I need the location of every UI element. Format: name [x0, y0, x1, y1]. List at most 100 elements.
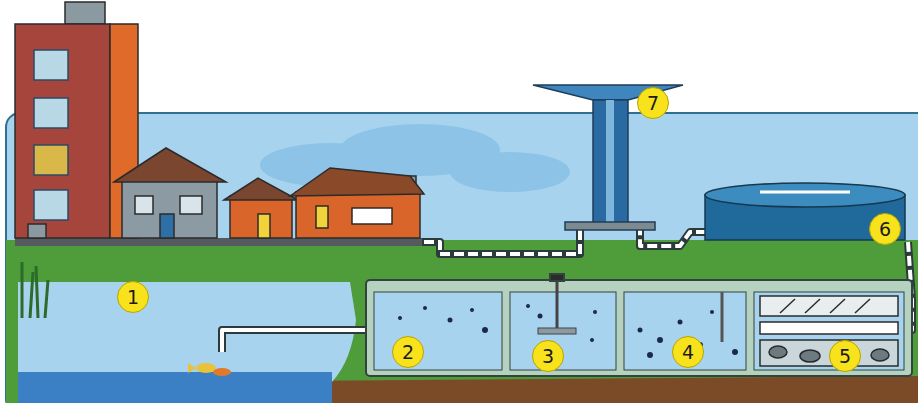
callout-circle: 4: [672, 336, 704, 368]
small-orange-house: [258, 214, 270, 238]
fish: [188, 363, 196, 373]
pond: [18, 282, 356, 403]
treatment-tanks: [550, 274, 564, 281]
orange-house: [290, 168, 424, 238]
callout-circle: 5: [829, 340, 861, 372]
filter-layers: [871, 349, 889, 361]
particles: [657, 337, 663, 343]
reeds: [45, 280, 48, 318]
treatment-tanks: [624, 292, 746, 370]
settling-rod: [721, 292, 724, 342]
pipe: [422, 230, 580, 254]
filter-layers: [760, 296, 898, 316]
treatment-tanks: [366, 274, 912, 376]
callout-circle: 6: [869, 213, 901, 245]
water-tower: [593, 100, 628, 224]
particles: [423, 306, 427, 310]
grass: [6, 240, 918, 403]
mixer: [538, 282, 576, 334]
pipe: [640, 230, 706, 246]
filter-layers: [769, 346, 787, 358]
particles: [647, 352, 653, 358]
mixer: [538, 328, 576, 334]
orange-house: [290, 168, 424, 196]
callout-number: 1: [127, 288, 139, 307]
sky: [6, 113, 918, 403]
tall-building: [34, 50, 68, 80]
tall-building: [15, 2, 138, 238]
particles: [398, 304, 738, 365]
particles: [538, 314, 543, 319]
water-tower: [606, 100, 614, 224]
callout-circle: 1: [117, 281, 149, 313]
small-orange-house: [230, 196, 292, 238]
callout-number: 3: [542, 347, 554, 366]
pond: [18, 282, 356, 403]
pavement: [15, 238, 430, 246]
pipe: [422, 230, 580, 254]
pavement: [15, 238, 430, 246]
orange-house: [296, 192, 420, 238]
callout-number: 6: [879, 220, 891, 239]
reeds: [21, 262, 24, 318]
water-tower: [565, 222, 655, 230]
particles: [482, 327, 488, 333]
tall-building: [15, 24, 110, 238]
particles: [710, 310, 714, 314]
particles: [638, 328, 643, 333]
pipe: [222, 330, 368, 352]
grey-house: [114, 148, 226, 182]
reeds: [30, 272, 33, 318]
callout-circle: 3: [532, 340, 564, 372]
grass: [6, 240, 918, 403]
small-orange-house: [224, 178, 298, 200]
tall-building: [34, 98, 68, 128]
filter-layers: [780, 299, 795, 313]
particles: [398, 316, 402, 320]
treatment-tanks: [374, 292, 502, 370]
grey-house: [122, 178, 217, 238]
cloud: [450, 152, 570, 192]
particles: [526, 304, 530, 308]
storage-tank: [760, 191, 850, 194]
storage-tank: [705, 183, 905, 207]
callout-number: 7: [647, 94, 659, 113]
particles: [593, 310, 597, 314]
particles: [678, 320, 683, 325]
callout-circle: 7: [637, 87, 669, 119]
grey-house: [160, 214, 174, 238]
callout-circle: 2: [392, 336, 424, 368]
fish: [188, 363, 231, 376]
mixer: [556, 282, 559, 330]
filter-layers: [855, 299, 870, 313]
particles: [590, 338, 594, 342]
filter-layers: [830, 299, 845, 313]
filter-layers: [760, 322, 898, 334]
particles: [732, 349, 738, 355]
callout-number: 5: [839, 347, 851, 366]
grey-house: [180, 196, 202, 214]
reeds: [22, 262, 48, 318]
callout-number: 2: [402, 343, 414, 362]
grey-house: [114, 148, 226, 238]
small-orange-house: [224, 178, 298, 238]
particles: [448, 318, 453, 323]
treatment-tanks: [366, 280, 912, 376]
reeds: [36, 266, 38, 318]
pipe: [640, 230, 706, 246]
particles: [470, 308, 474, 312]
callout-number: 4: [682, 343, 694, 362]
orange-house: [352, 208, 392, 224]
tall-building: [28, 224, 46, 238]
sky: [6, 113, 918, 403]
fish: [213, 368, 231, 376]
filter-layers: [800, 350, 820, 362]
fish: [196, 363, 216, 373]
filter-layers: [805, 299, 820, 313]
tall-building: [34, 145, 68, 175]
tall-building: [65, 2, 105, 24]
water-tower: [533, 85, 683, 230]
